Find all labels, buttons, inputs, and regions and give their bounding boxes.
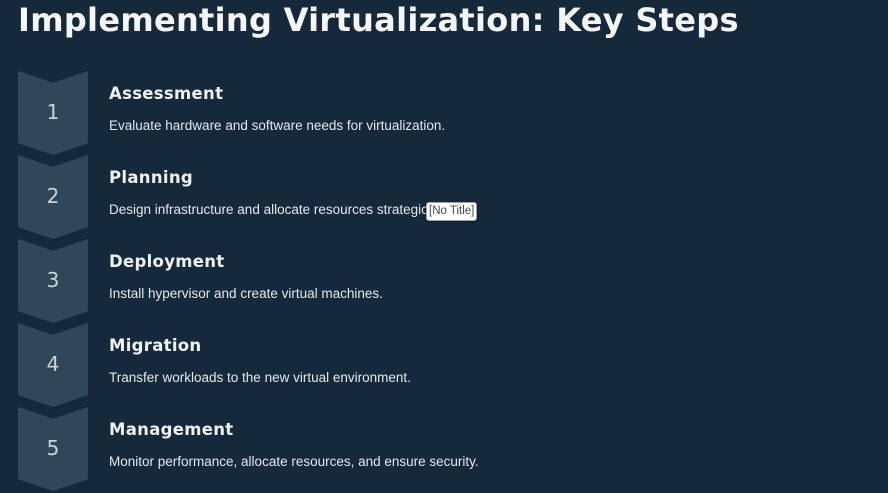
step-title: Planning (109, 168, 193, 187)
step-description: Evaluate hardware and software needs for… (109, 118, 446, 133)
step-number: 1 (46, 100, 60, 124)
page-title: Implementing Virtualization: Key Steps (18, 1, 739, 39)
step-number: 3 (46, 268, 60, 292)
step-chevron-shape (18, 155, 88, 239)
step-description: Monitor performance, allocate resources,… (109, 454, 479, 469)
step-number: 5 (46, 436, 60, 460)
hover-tooltip: [No Title] (426, 202, 478, 221)
step-item-migration: 4 Migration Transfer workloads to the ne… (0, 323, 888, 407)
step-title: Migration (109, 336, 202, 355)
step-description: Install hypervisor and create virtual ma… (109, 286, 383, 301)
step-title: Deployment (109, 252, 225, 271)
step-number: 4 (46, 352, 60, 376)
step-chevron-shape (18, 71, 88, 155)
step-item-deployment: 3 Deployment Install hypervisor and crea… (0, 239, 888, 323)
step-number: 2 (46, 184, 60, 208)
step-title: Assessment (109, 84, 224, 103)
step-item-planning: 2 Planning Design infrastructure and all… (0, 155, 888, 239)
step-item-management: 5 Management Monitor performance, alloca… (0, 407, 888, 491)
step-chevron-shape (18, 407, 88, 491)
step-title: Management (109, 420, 234, 439)
step-item-assessment: 1 Assessment Evaluate hardware and softw… (0, 71, 888, 155)
step-description: Transfer workloads to the new virtual en… (109, 370, 411, 385)
step-description[interactable]: Design infrastructure and allocate resou… (109, 202, 436, 217)
step-chevron-shape (18, 239, 88, 323)
step-chevron-shape (18, 323, 88, 407)
